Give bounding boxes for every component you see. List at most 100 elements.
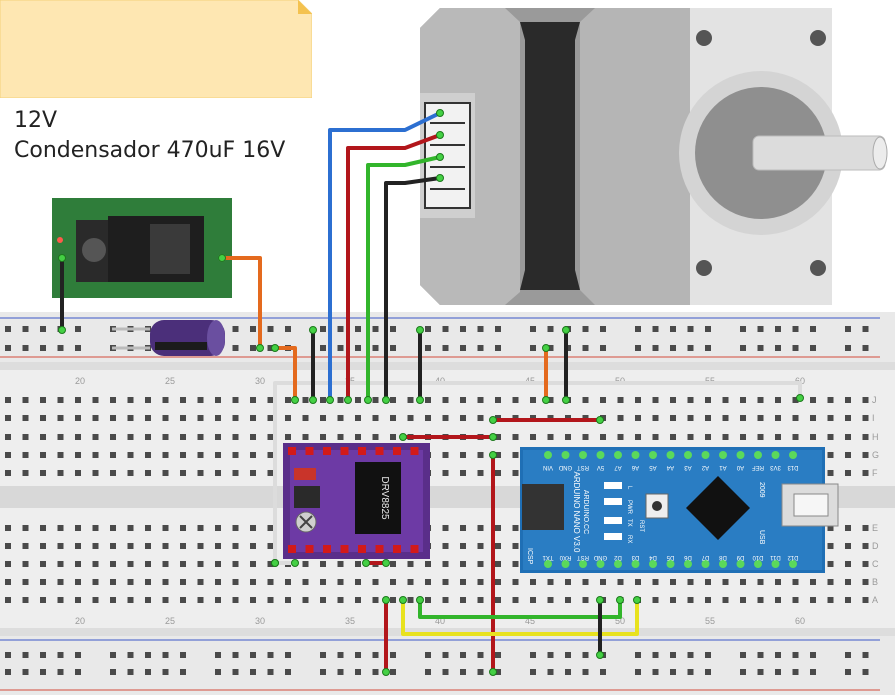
wire-endpoint: [271, 344, 279, 352]
row-letter: F: [872, 468, 878, 478]
breadboard-hole: [285, 434, 291, 440]
breadboard-hole: [372, 434, 379, 440]
rail-hole: [442, 345, 449, 351]
breadboard-hole: [110, 525, 116, 531]
wire-endpoint: [399, 433, 407, 441]
breadboard-hole: [512, 579, 519, 585]
breadboard-hole: [390, 579, 396, 585]
breadboard-hole: [250, 597, 256, 603]
breadboard-hole: [145, 525, 151, 531]
breadboard-hole: [57, 397, 64, 403]
breadboard-hole: [127, 579, 134, 585]
rail-hole: [687, 345, 694, 351]
rail-hole: [372, 326, 379, 332]
breadboard-hole: [267, 561, 274, 567]
breadboard-hole: [862, 452, 869, 458]
driver-pin: [358, 545, 366, 553]
led-l: [604, 482, 622, 489]
breadboard-hole: [232, 415, 239, 421]
breadboard-hole: [530, 579, 536, 585]
column-number: 20: [75, 616, 85, 626]
rail-hole: [390, 326, 396, 332]
breadboard-hole: [57, 561, 64, 567]
rail-hole: [180, 652, 186, 658]
rail-hole: [232, 669, 239, 675]
rail-hole: [862, 669, 869, 675]
reset-button-cap[interactable]: [652, 501, 662, 511]
breadboard-hole: [302, 597, 309, 603]
top-power-rail: [0, 312, 895, 362]
rail-hole: [57, 669, 64, 675]
breadboard-hole: [267, 452, 274, 458]
breadboard-hole: [57, 543, 64, 549]
breadboard-hole: [110, 452, 116, 458]
breadboard-hole: [145, 452, 151, 458]
pot-cross: [299, 515, 313, 529]
row-letter: D: [872, 541, 879, 551]
rail-hole: [757, 345, 764, 351]
rail-hole: [862, 345, 869, 351]
breadboard-hole: [22, 470, 29, 476]
nano-pin-label: D10: [752, 554, 764, 560]
nano-pin-label: D11: [770, 554, 781, 560]
rail-hole: [775, 345, 781, 351]
breadboard-hole: [22, 397, 29, 403]
driver-pin: [375, 545, 384, 553]
breadboard-hole: [145, 579, 151, 585]
breadboard-hole: [845, 452, 851, 458]
breadboard-hole: [92, 397, 99, 403]
nano-mcu: [686, 476, 750, 540]
nano-pin-label: A0: [736, 464, 744, 470]
nano-pin: [771, 560, 780, 568]
rail-hole: [845, 669, 851, 675]
wire-yellow: [401, 598, 639, 636]
mount-hole: [810, 260, 826, 276]
breadboard-hole: [722, 579, 729, 585]
nano-pin-label: GND: [593, 554, 607, 560]
wire-endpoint: [616, 596, 624, 604]
rail-hole: [547, 652, 554, 658]
driver-pin: [323, 447, 331, 455]
breadboard-hole: [22, 525, 29, 531]
nano-pin-label: REF: [752, 464, 764, 470]
breadboard-hole: [320, 561, 326, 567]
rail-hole: [670, 669, 676, 675]
row-letter: A: [872, 595, 878, 605]
breadboard-hole: [390, 561, 396, 567]
breadboard-hole: [705, 579, 711, 585]
rail-hole: [320, 345, 326, 351]
rail-hole: [635, 345, 641, 351]
breadboard-hole: [180, 452, 186, 458]
breadboard-hole: [162, 579, 169, 585]
breadboard-hole: [827, 434, 834, 440]
row-letter: B: [872, 577, 878, 587]
breadboard-hole: [442, 597, 449, 603]
breadboard-hole: [810, 397, 816, 403]
breadboard-hole: [145, 597, 151, 603]
breadboard-hole: [495, 525, 501, 531]
breadboard-hole: [512, 434, 519, 440]
nano-pin: [561, 560, 570, 568]
nano-pin: [684, 451, 692, 459]
breadboard-hole: [425, 579, 431, 585]
column-number: 20: [75, 376, 85, 386]
breadboard-hole: [390, 415, 396, 421]
breadboard-hole: [827, 579, 834, 585]
shaft-end: [872, 136, 888, 170]
breadboard-hole: [337, 561, 344, 567]
rail-hole: [40, 669, 46, 675]
breadboard-hole: [635, 579, 641, 585]
breadboard-hole: [5, 415, 11, 421]
breadboard-hole: [652, 415, 659, 421]
column-number: 30: [255, 616, 265, 626]
driver-pin: [288, 447, 296, 455]
wire-endpoint: [562, 396, 570, 404]
breadboard-hole: [250, 579, 256, 585]
rail-hole: [215, 669, 221, 675]
rail-hole: [652, 669, 659, 675]
note-corner: [298, 0, 312, 14]
breadboard-hole: [547, 434, 554, 440]
mount-hole: [696, 30, 712, 46]
nano-pin-label: RST: [577, 464, 589, 470]
driver-pin: [340, 545, 349, 553]
